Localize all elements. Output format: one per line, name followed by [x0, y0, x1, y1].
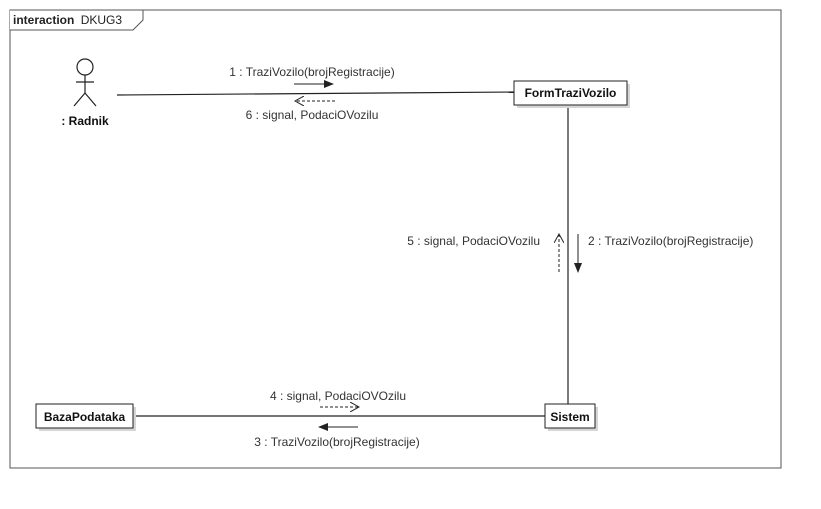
message-3: 3 : TraziVozilo(brojRegistracije) — [254, 423, 420, 449]
message-label: 3 : TraziVozilo(brojRegistracije) — [254, 435, 419, 449]
message-label: 6 : signal, PodaciOVozilu — [246, 108, 379, 122]
link-radnik-form — [116, 91, 515, 96]
object-sistem[interactable]: Sistem — [544, 403, 598, 431]
actor-label: : Radnik — [61, 114, 109, 128]
message-5: 5 : signal, PodaciOVozilu — [407, 234, 559, 272]
interaction-frame: interaction DKUG3 — [9, 9, 782, 469]
object-label: Sistem — [550, 410, 589, 424]
message-6: 6 : signal, PodaciOVozilu — [246, 101, 379, 122]
frame-keyword: interaction — [13, 13, 74, 27]
message-1: 1 : TraziVozilo(brojRegistracije) — [229, 65, 395, 88]
frame-title: interaction DKUG3 — [13, 13, 122, 27]
object-label: BazaPodataka — [44, 410, 126, 424]
frame-name: DKUG3 — [81, 13, 123, 27]
actor-head-icon — [76, 58, 94, 76]
object-baza-podataka[interactable]: BazaPodataka — [35, 403, 136, 431]
message-label: 1 : TraziVozilo(brojRegistracije) — [229, 65, 394, 79]
message-label: 5 : signal, PodaciOVozilu — [407, 234, 540, 248]
message-label: 4 : signal, PodaciOVOzilu — [270, 389, 406, 403]
object-label: FormTraziVozilo — [525, 86, 617, 100]
message-2: 2 : TraziVozilo(brojRegistracije) — [574, 234, 753, 273]
message-label: 2 : TraziVozilo(brojRegistracije) — [588, 234, 753, 248]
actor-radnik[interactable]: : Radnik — [61, 58, 109, 128]
object-form-trazi-vozilo[interactable]: FormTraziVozilo — [513, 80, 630, 108]
message-4: 4 : signal, PodaciOVOzilu — [270, 389, 406, 407]
